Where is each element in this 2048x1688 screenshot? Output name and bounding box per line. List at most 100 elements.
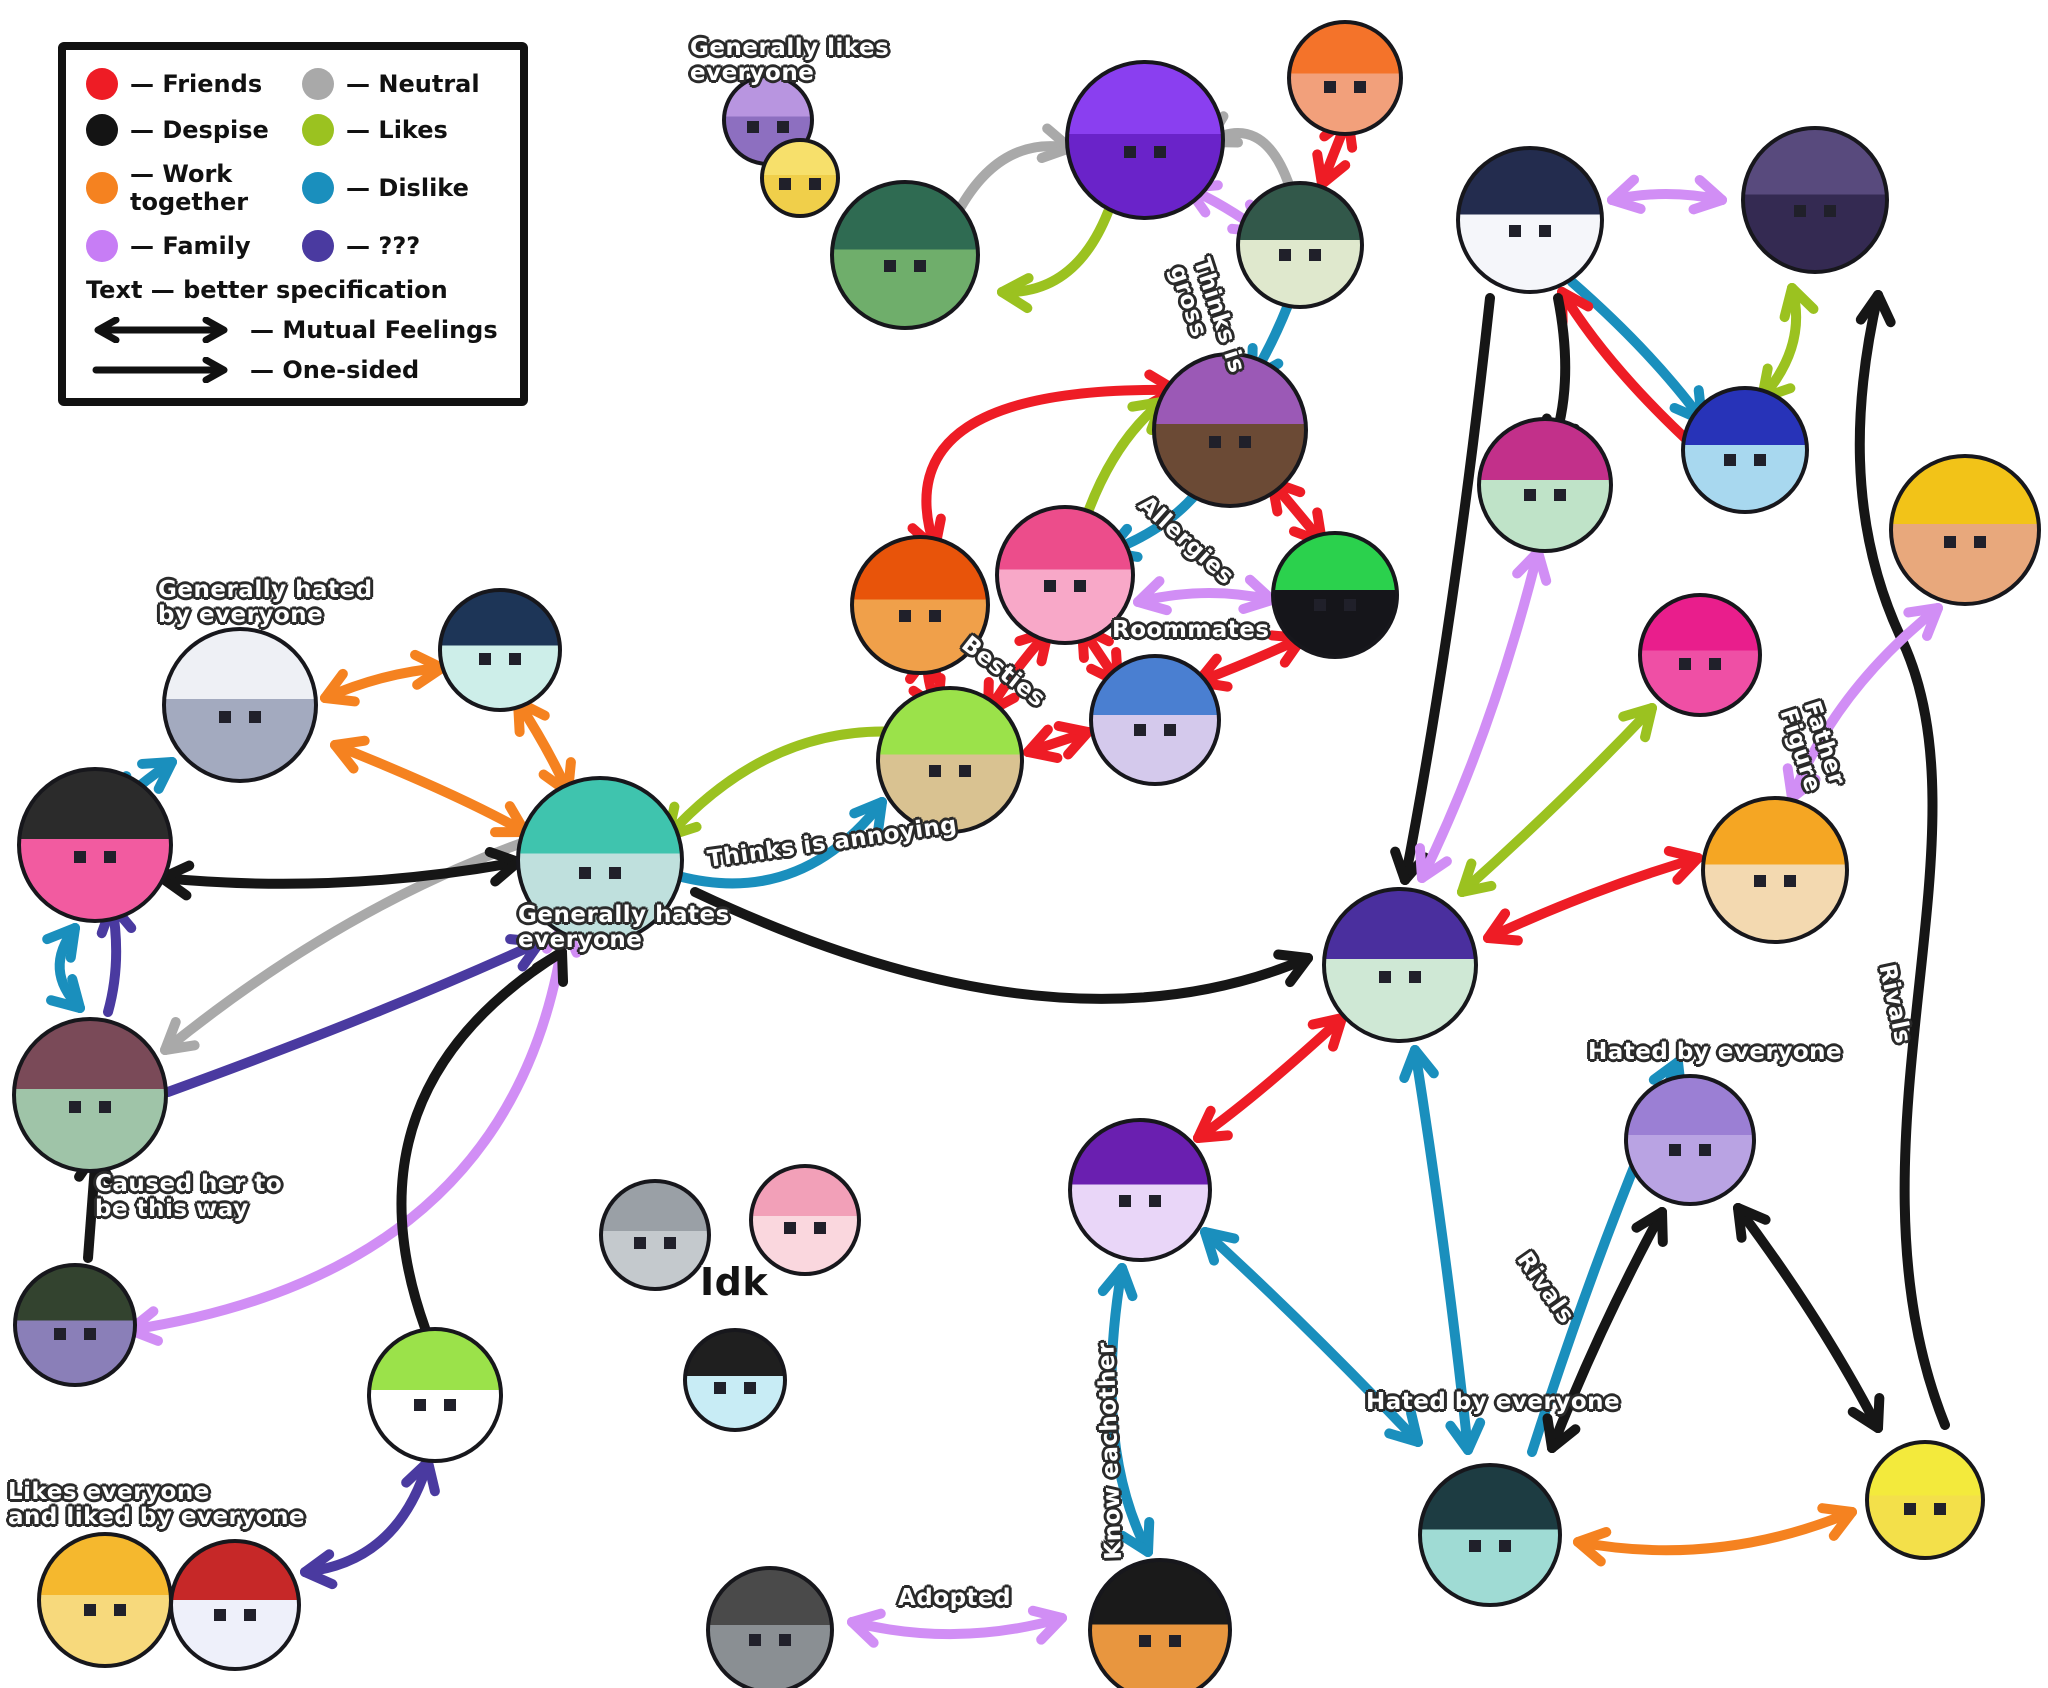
despise-color-dot xyxy=(86,114,118,146)
neutral-color-dot xyxy=(302,68,335,100)
mauve-hair-character xyxy=(12,1017,168,1173)
edge-purple-fuzzy-police-cap-dislike xyxy=(1097,1263,1155,1557)
one-sided-arrow-icon xyxy=(92,357,228,383)
legend-label: — Despise xyxy=(130,116,269,144)
edge-lime-goggles-blue-cat-friends xyxy=(1023,720,1093,764)
edge-witch-hat-teal-hair-despise xyxy=(396,947,569,1333)
legend-item-family: — Family xyxy=(86,230,298,262)
edge-galaxy-knight-blue-spiky-likes xyxy=(1757,283,1819,403)
annotation-generally-hates: Generally hates everyone xyxy=(518,902,730,953)
edge-lavender-ghost-cyan-bunny-bot-despise xyxy=(1542,1207,1668,1453)
edge-cyan-bunny-bot-candy-work xyxy=(1573,1503,1857,1567)
legend-item-dislike: — Dislike xyxy=(302,160,504,216)
candy-character xyxy=(1865,1440,1985,1560)
green-demon-character xyxy=(1271,531,1399,659)
legend-label: — Neutral xyxy=(346,70,480,98)
edge-teal-hair-raver-despise xyxy=(690,887,1313,1004)
legend-label: — Family xyxy=(130,232,251,260)
edge-blue-cat-green-demon-friends xyxy=(1193,630,1307,692)
masked-imp-character xyxy=(722,74,814,166)
spider-character xyxy=(13,1263,137,1387)
unknown-color-dot xyxy=(302,230,335,262)
legend-label: — Friends xyxy=(130,70,263,98)
annotation-adopted: Adopted xyxy=(898,1585,1012,1611)
legend-grid: — Friends — Neutral — Despise — Likes — … xyxy=(86,68,504,262)
edge-candy-galaxy-knight-despise xyxy=(1854,290,1950,1430)
edge-teal-hair-lime-goggles-dislike xyxy=(673,797,887,889)
mutual-arrow-icon xyxy=(94,317,228,343)
edge-lion-yellow-spiky-family xyxy=(1782,603,1943,803)
annotation-likes-everyone-liked: Likes everyone and liked by everyone xyxy=(8,1479,306,1530)
one-sided-label: — One-sided xyxy=(250,356,420,384)
likes-color-dot xyxy=(302,114,335,146)
lavender-ghost-character xyxy=(1624,1074,1756,1206)
edge-cowboy-blue-horn-ball-work xyxy=(320,649,447,707)
legend-label: — ??? xyxy=(346,232,421,260)
edge-cowboy-teal-hair-work xyxy=(330,735,530,838)
legend-text-rule: Text — better specification xyxy=(86,276,448,304)
annotation-idk: Idk xyxy=(700,1260,769,1304)
edge-pink-spiky-teal-hair-despise xyxy=(157,846,523,901)
purple-swirl-character xyxy=(1065,60,1225,220)
witch-hat-character xyxy=(367,1327,503,1463)
edge-pink-spiky-mauve-hair-dislike xyxy=(42,923,85,1013)
work-together-color-dot xyxy=(86,172,118,204)
edge-raver-purple-fuzzy-friends xyxy=(1193,1013,1347,1143)
annotation-caused-her: Caused her to be this way xyxy=(95,1171,283,1222)
pink-spiky-character xyxy=(17,767,173,923)
white-demon-character xyxy=(169,1539,301,1671)
legend-one-sided-row: — One-sided xyxy=(86,356,504,384)
idk-bunny-character xyxy=(749,1164,861,1276)
orange-hair-character xyxy=(1287,20,1403,136)
teal-hair-character xyxy=(516,776,684,944)
legend-mutual-row: — Mutual Feelings xyxy=(86,316,504,344)
edge-purple-fuzzy-cyan-bunny-bot-dislike xyxy=(1200,1227,1423,1447)
dislike-color-dot xyxy=(302,172,335,204)
legend-item-work-together: — Work together xyxy=(86,160,298,216)
teal-hair-pale-character xyxy=(1236,181,1364,309)
lion-character xyxy=(1701,796,1849,944)
legend-box: — Friends — Neutral — Despise — Likes — … xyxy=(58,42,528,406)
edge-blue-horn-ball-teal-hair-work xyxy=(513,697,576,797)
annotation-hated-by-everyone-bunny: Hated by everyone xyxy=(1366,1389,1621,1415)
edge-raver-pink-blob-likes xyxy=(1457,703,1657,897)
edge-white-skull-raver-despise xyxy=(1390,293,1495,885)
edge-purple-swirl-green-wizard-likes xyxy=(997,207,1113,314)
edge-lego-cats-police-cap-family xyxy=(847,1605,1067,1648)
legend-label: — Likes xyxy=(346,116,448,144)
edge-white-skull-galaxy-knight-family xyxy=(1607,174,1727,215)
annotation-generally-likes-everyone: Generally likes everyone xyxy=(690,35,890,86)
idk-robot-character xyxy=(599,1179,711,1291)
police-cap-character xyxy=(1088,1558,1232,1688)
green-raptor-character xyxy=(1477,417,1613,553)
annotation-generally-hated: Generally hated by everyone xyxy=(158,577,373,628)
galaxy-knight-character xyxy=(1741,126,1889,274)
edge-pink-messy-green-demon-family xyxy=(1133,574,1277,616)
edge-green-wizard-purple-swirl-neutral xyxy=(953,123,1075,217)
legend-item-friends: — Friends xyxy=(86,68,298,100)
carrot-head-character xyxy=(850,535,990,675)
edge-lavender-ghost-candy-despise xyxy=(1733,1203,1885,1433)
raver-character xyxy=(1322,887,1478,1043)
annotation-hated-by-everyone-ghost: Hated by everyone xyxy=(1588,1039,1843,1065)
edge-lion-raver-friends xyxy=(1483,845,1703,946)
blue-spiky-character xyxy=(1681,386,1809,514)
family-color-dot xyxy=(86,230,118,262)
pink-messy-character xyxy=(995,505,1135,645)
legend-label: — Dislike xyxy=(346,174,469,202)
blue-cat-character xyxy=(1089,654,1221,786)
edge-green-raptor-raver-family xyxy=(1414,547,1552,883)
yellow-bee-character xyxy=(37,1532,173,1668)
legend-label: — Work together xyxy=(130,160,249,216)
edge-mauve-hair-teal-hair-unknown xyxy=(163,934,545,1097)
cyan-bunny-bot-character xyxy=(1418,1463,1562,1607)
cowboy-character xyxy=(162,627,318,783)
legend-item-despise: — Despise xyxy=(86,114,298,146)
annotation-roommates: Roommates xyxy=(1112,617,1270,643)
lego-cats-character xyxy=(706,1566,834,1688)
legend-item-unknown: — ??? xyxy=(302,230,504,262)
purple-beanie-character xyxy=(1152,352,1308,508)
idk-sailor-character xyxy=(683,1328,787,1432)
green-wizard-character xyxy=(830,180,980,330)
edge-raver-cyan-bunny-bot-dislike xyxy=(1399,1045,1486,1455)
